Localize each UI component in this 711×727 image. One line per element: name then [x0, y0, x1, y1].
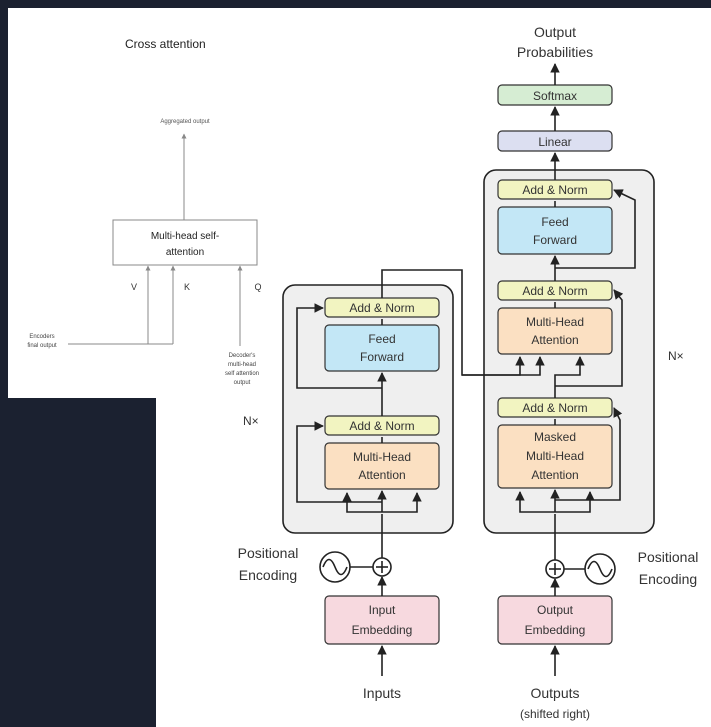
decoder-cross-attention-line1: Multi-Head — [526, 315, 584, 329]
encoder-self-attention-line2: Attention — [358, 468, 405, 482]
encoder-positional-line2: Encoding — [239, 567, 297, 583]
mhsa-label-line2: attention — [166, 247, 204, 258]
decoder-feed-forward-line1: Feed — [541, 215, 568, 229]
output-embedding-line1: Output — [537, 603, 574, 617]
encoder-add-norm-1-label: Add & Norm — [349, 419, 414, 433]
decoder-add-norm-3 — [497, 179, 613, 200]
encoder-feed-forward-line1: Feed — [368, 332, 395, 346]
decoder-positional-line1: Positional — [638, 549, 699, 565]
multi-head-self-attention-block — [112, 219, 258, 266]
outputs-label-line2: (shifted right) — [520, 707, 590, 721]
cross-attention-inset: Cross attention Aggregated output Multi-… — [27, 37, 261, 386]
cross-attention-title: Cross attention — [125, 37, 206, 51]
mhsa-label-line1: Multi-head self- — [151, 231, 219, 242]
decoder-note-line4: output — [234, 380, 251, 386]
v-input-label: V — [131, 282, 137, 292]
encoder-residual-2 — [296, 303, 382, 389]
encoder-positional-line1: Positional — [238, 545, 299, 561]
k-input-label: K — [184, 282, 190, 292]
outputs-label-line1: Outputs — [530, 685, 579, 701]
decoder-positional-line2: Encoding — [639, 571, 697, 587]
encoder-stack — [282, 284, 454, 534]
enc-attn-input-left — [342, 492, 382, 513]
decoder-feed-forward-line2: Forward — [533, 233, 577, 247]
encoder-note-line1: Encoders — [29, 334, 54, 340]
aggregated-output-label: Aggregated output — [160, 119, 210, 125]
transformer-diagram: Output Probabilities Softmax Linear Add … — [238, 24, 699, 721]
masked-input-right — [555, 491, 595, 513]
decoder-add-norm-3-label: Add & Norm — [522, 183, 587, 197]
encoder-feed-forward-line2: Forward — [360, 350, 404, 364]
decoder-residual-3 — [555, 189, 636, 269]
encoder-residual-1 — [296, 421, 382, 503]
decoder-sine-wave — [587, 560, 613, 578]
decoder-note-line1: Decoder's — [229, 353, 256, 359]
linear-label: Linear — [538, 135, 571, 149]
softmax-label: Softmax — [533, 89, 577, 103]
decoder-cross-attention-line2: Attention — [531, 333, 578, 347]
decoder-add-norm-1-label: Add & Norm — [522, 401, 587, 415]
masked-attention-line3: Attention — [531, 468, 578, 482]
output-probabilities-line1: Output — [534, 24, 576, 40]
enc-attn-input-right — [382, 492, 422, 513]
masked-attention-line2: Multi-Head — [526, 449, 584, 463]
q-input-label: Q — [254, 282, 261, 292]
encoder-to-decoder-arrow-2 — [462, 356, 545, 376]
encoder-self-attention-line1: Multi-Head — [353, 450, 411, 464]
decoder-residual-2 — [555, 289, 624, 387]
encoder-to-decoder-arrow-1 — [381, 269, 525, 376]
encoder-nx-label: N× — [243, 414, 259, 428]
input-embedding-line1: Input — [369, 603, 396, 617]
encoder-note-line2: final output — [27, 343, 57, 349]
masked-attention-line1: Masked — [534, 430, 576, 444]
masked-input-left — [515, 491, 555, 513]
decoder-nx-label: N× — [668, 349, 684, 363]
decoder-note-line3: self attention — [225, 371, 259, 377]
input-embedding-line2: Embedding — [352, 623, 413, 637]
encoder-sine-wave — [322, 558, 348, 576]
encoder-add-norm-2-label: Add & Norm — [349, 301, 414, 315]
decoder-note-line2: multi-head — [228, 362, 256, 368]
inputs-label: Inputs — [363, 685, 401, 701]
output-probabilities-line2: Probabilities — [517, 44, 593, 60]
output-embedding-line2: Embedding — [525, 623, 586, 637]
decoder-add-norm-2-label: Add & Norm — [522, 284, 587, 298]
